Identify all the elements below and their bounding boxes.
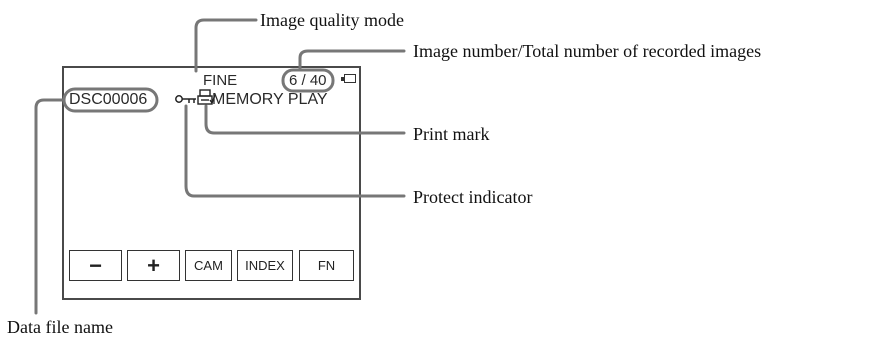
highlight-image-number — [281, 68, 335, 93]
mode-display: MEMORY PLAY — [212, 91, 328, 108]
leader-quality — [194, 18, 258, 73]
leader-image-number — [298, 49, 406, 72]
callout-protect-indicator: Protect indicator — [413, 187, 533, 207]
callout-image-number: Image number/Total number of recorded im… — [413, 41, 762, 61]
plus-button[interactable]: + — [127, 250, 180, 281]
callout-image-quality-mode: Image quality mode — [260, 10, 404, 30]
file-name-display: DSC00006 — [69, 91, 148, 108]
cam-button[interactable]: CAM — [185, 250, 232, 281]
print-mark-icon — [197, 89, 216, 105]
protect-key-icon — [175, 95, 196, 103]
callout-print-mark: Print mark — [413, 124, 490, 144]
index-button[interactable]: INDEX — [237, 250, 293, 281]
callout-data-file-name: Data file name — [7, 317, 113, 337]
image-counter: 6 / 40 — [289, 72, 327, 89]
battery-icon — [341, 74, 356, 83]
leader-protect — [184, 104, 406, 198]
leader-print-mark — [204, 104, 406, 135]
highlight-file-name — [62, 87, 159, 113]
leader-file-name — [34, 98, 66, 315]
quality-indicator: FINE — [203, 72, 238, 89]
minus-button[interactable]: − — [69, 250, 122, 281]
fn-button[interactable]: FN — [299, 250, 354, 281]
